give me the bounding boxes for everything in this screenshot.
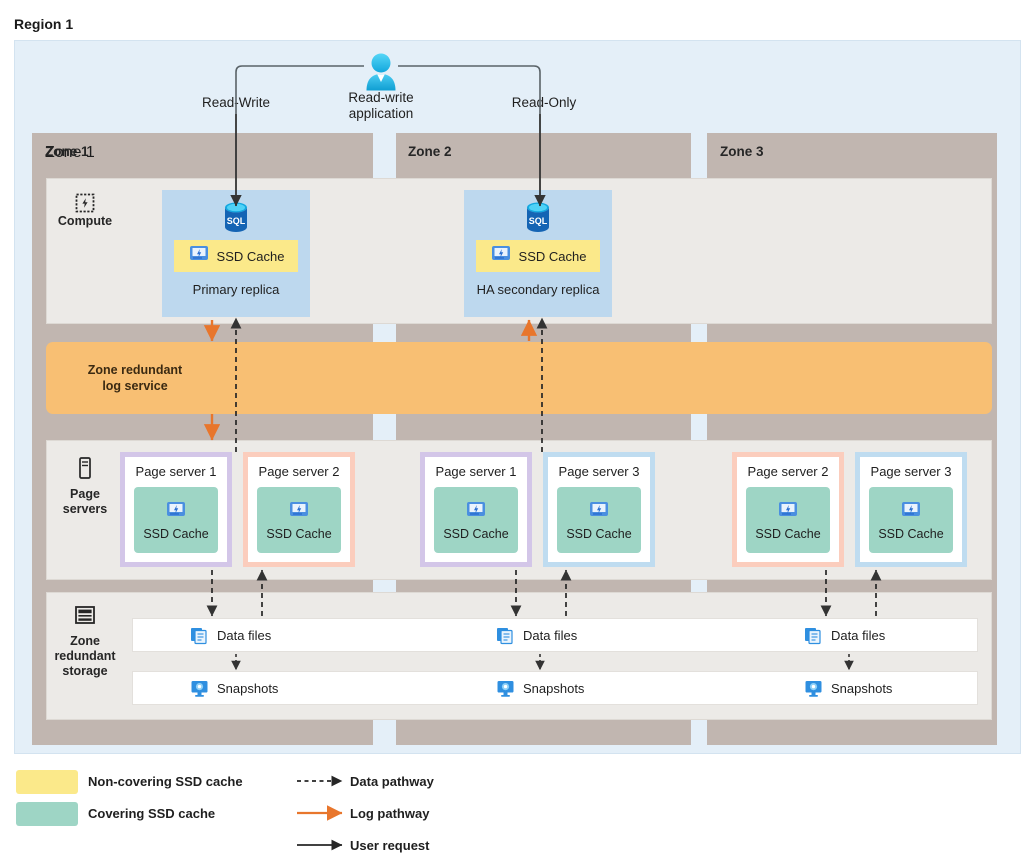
ssd-cache-label: SSD Cache	[878, 526, 944, 541]
ssd-cache-non-covering: SSD Cache	[174, 240, 298, 272]
storage-row-label-line1: Zone	[70, 634, 100, 648]
page-title: Region 1	[14, 16, 74, 32]
ssd-cache-non-covering: SSD Cache	[476, 240, 600, 272]
svg-text:SQL: SQL	[529, 216, 548, 226]
ssd-cache-covering: SSD Cache	[869, 487, 953, 553]
ssd-drive-icon	[900, 500, 922, 525]
page-server-card-zone2-1[interactable]: Page server 1 SSD Cache	[420, 452, 532, 567]
compute-row-label: Compute	[57, 214, 113, 228]
storage-data-files-label: Data files	[523, 627, 578, 643]
legend-label-non-covering: Non-covering SSD cache	[88, 774, 243, 789]
zone-redundant-log-service-band	[46, 342, 992, 414]
storage-snapshots-label: Snapshots	[523, 680, 585, 696]
page-server-title: Page server 2	[258, 464, 340, 479]
page-server-card-zone2-3[interactable]: Page server 3 SSD Cache	[543, 452, 655, 567]
page-servers-row-label: Page servers	[48, 487, 122, 517]
ssd-cache-covering: SSD Cache	[434, 487, 518, 553]
ssd-cache-covering: SSD Cache	[257, 487, 341, 553]
storage-stack-icon	[72, 602, 98, 628]
cpu-chip-icon	[72, 190, 98, 216]
snapshot-icon	[496, 679, 515, 698]
page-servers-row-label-line1: Page	[70, 487, 100, 501]
read-write-path-label: Read-Write	[201, 95, 271, 110]
page-server-card-zone1-1[interactable]: Page server 1 SSD Cache	[120, 452, 232, 567]
application-label-line2: application	[348, 106, 414, 121]
legend-arrow-samples	[297, 775, 343, 851]
ssd-cache-covering: SSD Cache	[746, 487, 830, 553]
replica-card-primary[interactable]: SQL SSD Cache Primary replica	[162, 190, 310, 317]
page-server-card-zone3-3[interactable]: Page server 3 SSD Cache	[855, 452, 967, 567]
legend-label-user-request: User request	[350, 838, 430, 853]
page-server-icon	[72, 455, 98, 481]
storage-row-label: Zone redundant storage	[48, 634, 122, 679]
ssd-drive-icon	[490, 244, 512, 269]
zone-title-zone1: Zone 1	[45, 144, 89, 159]
ssd-drive-icon	[465, 500, 487, 525]
ssd-drive-icon	[777, 500, 799, 525]
legend-label-data-pathway: Data pathway	[350, 774, 434, 789]
sql-database-icon: SQL	[523, 200, 553, 238]
storage-data-files-zone3[interactable]: Data files	[804, 618, 885, 652]
page-server-card-zone1-2[interactable]: Page server 2 SSD Cache	[243, 452, 355, 567]
log-service-label-line2: log service	[102, 379, 168, 393]
read-only-path-label: Read-Only	[511, 95, 577, 110]
replica-caption-primary: Primary replica	[192, 282, 280, 297]
user-person-icon	[364, 52, 398, 94]
storage-row-label-line2: redundant	[54, 649, 116, 663]
legend-swatch-non-covering	[16, 770, 78, 794]
page-server-card-zone3-2[interactable]: Page server 2 SSD Cache	[732, 452, 844, 567]
storage-snapshots-label: Snapshots	[831, 680, 893, 696]
legend-label-covering: Covering SSD cache	[88, 806, 216, 821]
storage-data-files-label: Data files	[217, 627, 272, 643]
snapshot-icon	[804, 679, 823, 698]
storage-snapshots-row	[132, 671, 978, 705]
page-server-title: Page server 2	[747, 464, 829, 479]
storage-snapshots-label: Snapshots	[217, 680, 279, 696]
replica-caption-ha-secondary: HA secondary replica	[476, 282, 600, 297]
ssd-cache-covering: SSD Cache	[557, 487, 641, 553]
application-label-line1: Read-write	[348, 90, 414, 105]
storage-snapshots-zone3[interactable]: Snapshots	[804, 671, 892, 705]
sql-database-icon: SQL	[221, 200, 251, 238]
svg-text:SQL: SQL	[227, 216, 246, 226]
replica-card-ha-secondary[interactable]: SQL SSD Cache HA secondary replica	[464, 190, 612, 317]
ssd-cache-label: SSD Cache	[755, 526, 821, 541]
zone-label-zone1: Zone 1	[45, 144, 95, 161]
ssd-drive-icon	[165, 500, 187, 525]
zone-title-zone3: Zone 3	[720, 144, 764, 159]
documents-icon	[804, 626, 823, 645]
storage-data-files-zone1[interactable]: Data files	[190, 618, 271, 652]
ssd-cache-label: SSD Cache	[518, 248, 587, 264]
ssd-cache-label: SSD Cache	[216, 248, 285, 264]
zone-title-zone2: Zone 2	[408, 144, 452, 159]
ssd-cache-label: SSD Cache	[266, 526, 332, 541]
page-server-title: Page server 3	[558, 464, 640, 479]
ssd-cache-label: SSD Cache	[443, 526, 509, 541]
page-servers-row-label-line2: servers	[62, 502, 108, 516]
ssd-drive-icon	[588, 500, 610, 525]
documents-icon	[496, 626, 515, 645]
snapshot-icon	[190, 679, 209, 698]
page-server-title: Page server 1	[135, 464, 217, 479]
application-label: Read-write application	[316, 90, 446, 122]
ssd-cache-label: SSD Cache	[143, 526, 209, 541]
storage-data-files-row	[132, 618, 978, 652]
storage-row-label-line3: storage	[62, 664, 108, 678]
ssd-cache-label: SSD Cache	[566, 526, 632, 541]
ssd-drive-icon	[288, 500, 310, 525]
log-service-label: Zone redundant log service	[60, 362, 210, 394]
storage-data-files-zone2[interactable]: Data files	[496, 618, 577, 652]
legend-swatch-covering	[16, 802, 78, 826]
log-service-label-line1: Zone redundant	[87, 363, 183, 377]
storage-snapshots-zone1[interactable]: Snapshots	[190, 671, 278, 705]
legend-label-log-pathway: Log pathway	[350, 806, 430, 821]
page-server-title: Page server 1	[435, 464, 517, 479]
storage-snapshots-zone2[interactable]: Snapshots	[496, 671, 584, 705]
storage-data-files-label: Data files	[831, 627, 886, 643]
ssd-cache-covering: SSD Cache	[134, 487, 218, 553]
page-server-title: Page server 3	[870, 464, 952, 479]
ssd-drive-icon	[188, 244, 210, 269]
documents-icon	[190, 626, 209, 645]
